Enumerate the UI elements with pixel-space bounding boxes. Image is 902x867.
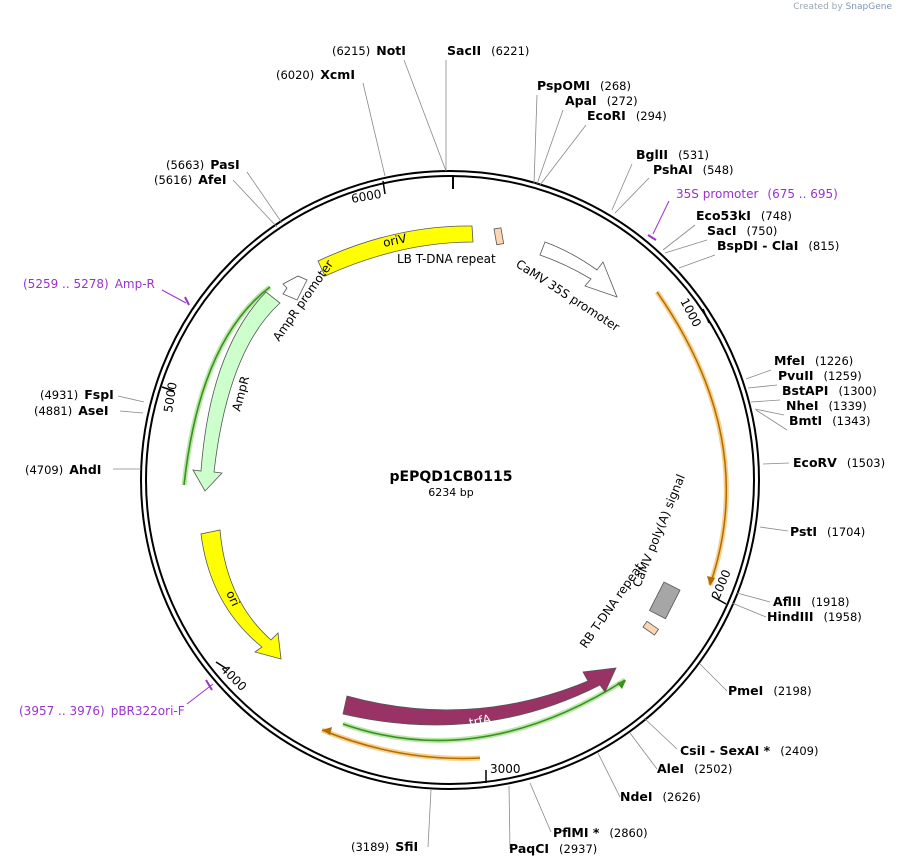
- enzyme-bglii[interactable]: BglII(531): [636, 147, 709, 162]
- tick-3000: 3000: [485, 762, 521, 783]
- feature-rb-tdna-repeat[interactable]: [642, 620, 660, 636]
- enzyme-aflii[interactable]: AflII(1918): [773, 594, 850, 609]
- enzyme-ndei[interactable]: NdeI(2626): [620, 789, 701, 804]
- enzyme-fspi[interactable]: (4931)FspI: [40, 387, 114, 402]
- primer-label-35s: 35S promoter(675 .. 695): [676, 187, 838, 201]
- enzyme-nhei[interactable]: NheI(1339): [786, 398, 867, 413]
- feature-lb-tdna-repeat[interactable]: [493, 227, 505, 246]
- enzyme-ecori[interactable]: EcoRI(294): [587, 108, 667, 123]
- orf-camv-orange: [654, 290, 729, 586]
- feature-trfa[interactable]: [342, 667, 617, 726]
- enzyme-sacii[interactable]: SacII(6221): [447, 43, 529, 58]
- feature-ampr[interactable]: [192, 291, 281, 492]
- feature-ori[interactable]: [200, 529, 282, 660]
- primer-pbr322ori-f[interactable]: (3957 .. 3976)pBR322ori-F: [19, 679, 214, 718]
- enzyme-ahdi[interactable]: (4709)AhdI: [25, 462, 101, 477]
- enzyme-ecorv[interactable]: EcoRV(1503): [793, 455, 885, 470]
- enzyme-noti[interactable]: (6215)NotI: [332, 43, 406, 58]
- feature-oriV[interactable]: [317, 225, 474, 277]
- backbone-inner: [145, 175, 755, 785]
- feature-label-ampr-promoter: AmpR promoter: [270, 258, 336, 344]
- enzyme-pvuii[interactable]: PvuII(1259): [778, 368, 862, 383]
- feature-label-rb-tdna: RB T-DNA repeat: [577, 560, 646, 650]
- enzyme-csii-sexai[interactable]: CsiI - SexAI *(2409): [680, 743, 818, 758]
- feature-label-lb-tdna: LB T-DNA repeat: [397, 252, 496, 266]
- tick-label-6000: 6000: [350, 187, 383, 206]
- enzyme-pshai[interactable]: PshAI(548): [653, 162, 734, 177]
- enzyme-leaders: [113, 59, 790, 850]
- tick-label-3000: 3000: [490, 762, 521, 776]
- enzyme-pasi[interactable]: (5663)PasI: [166, 157, 240, 172]
- enzyme-pspomi[interactable]: PspOMI(268): [537, 78, 631, 93]
- backbone-outer: [140, 170, 760, 790]
- tick-4000: 4000: [215, 661, 249, 694]
- primer-35s-promoter[interactable]: 35S promoter(675 .. 695): [647, 187, 838, 241]
- enzyme-asei[interactable]: (4881)AseI: [34, 403, 109, 418]
- plasmid-name: pEPQD1CB0115: [389, 469, 512, 485]
- primer-label-pbr322ori-f: (3957 .. 3976)pBR322ori-F: [19, 704, 185, 718]
- enzyme-psti[interactable]: PstI(1704): [790, 524, 865, 539]
- enzyme-alei[interactable]: AleI(2502): [657, 761, 732, 776]
- feature-camv-35s-promoter[interactable]: [539, 241, 618, 298]
- tick-5000: 5000: [161, 381, 180, 413]
- enzyme-pmei[interactable]: PmeI(2198): [728, 683, 812, 698]
- feature-label-ori: ori: [223, 588, 242, 608]
- primer-amp-r[interactable]: (5259 .. 5278)Amp-R: [23, 277, 190, 306]
- enzyme-paqci[interactable]: PaqCI(2937): [509, 841, 597, 856]
- enzyme-sfii[interactable]: (3189)SfiI: [351, 839, 418, 854]
- enzyme-afei[interactable]: (5616)AfeI: [154, 172, 227, 187]
- snapgene-branding: Created by SnapGene: [793, 2, 892, 12]
- enzyme-pflmi[interactable]: PflMI *(2860): [553, 825, 648, 840]
- tick-1000: 1000: [677, 296, 710, 330]
- tick-label-5000: 5000: [161, 381, 180, 413]
- enzyme-bstapi[interactable]: BstAPI(1300): [782, 383, 877, 398]
- tick-6000: 6000: [350, 180, 386, 206]
- enzyme-saci[interactable]: SacI(750): [707, 223, 777, 238]
- enzyme-xcmi[interactable]: (6020)XcmI: [276, 67, 355, 82]
- feature-label-oriV: oriV: [382, 231, 409, 250]
- primer-label-amp-r: (5259 .. 5278)Amp-R: [23, 277, 155, 291]
- feature-ampr-promoter[interactable]: [282, 275, 308, 301]
- enzyme-hindiii[interactable]: HindIII(1958): [767, 609, 862, 624]
- orf-trfa-orange: [321, 727, 481, 761]
- feature-camv-polya[interactable]: [648, 581, 681, 620]
- enzyme-bspdi-clai[interactable]: BspDI - ClaI(815): [717, 238, 839, 253]
- plasmid-size: 6234 bp: [428, 486, 473, 499]
- enzyme-bmti[interactable]: BmtI(1343): [789, 413, 870, 428]
- enzyme-eco53ki[interactable]: Eco53kI(748): [696, 208, 792, 223]
- snapgene-logo: SnapGene: [845, 2, 892, 12]
- feature-label-trfa: trfA: [468, 711, 493, 729]
- tick-label-1000: 1000: [677, 296, 704, 330]
- enzyme-apai[interactable]: ApaI(272): [565, 93, 638, 108]
- enzyme-mfei[interactable]: MfeI(1226): [774, 353, 853, 368]
